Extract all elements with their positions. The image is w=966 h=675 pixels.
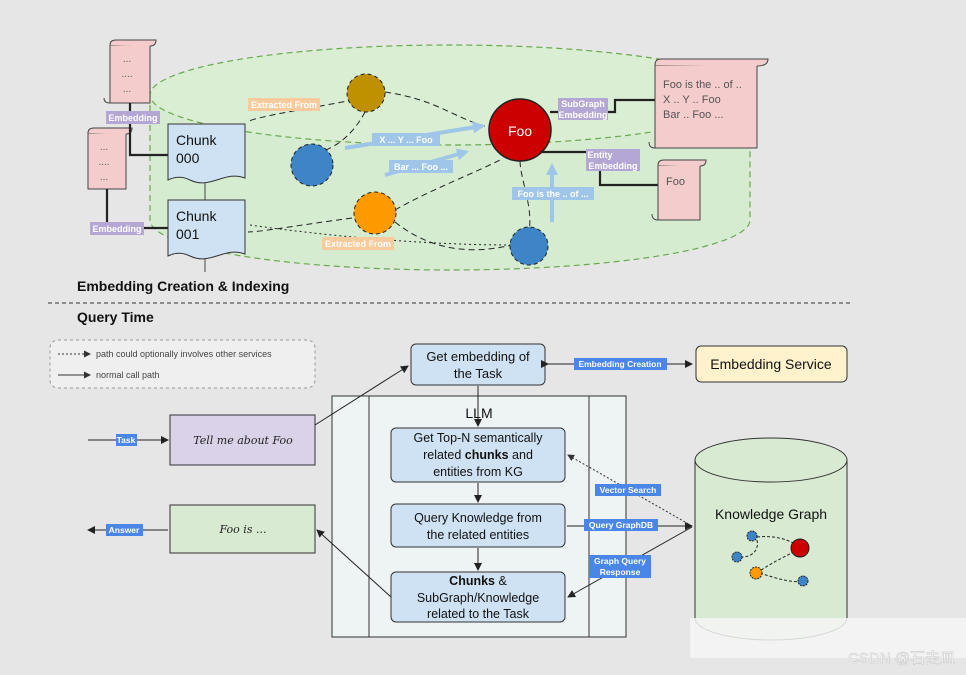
answer-note: Foo is ... [169,504,316,554]
query-section-title: Query Time [77,309,154,325]
svg-text:Bar .. Foo ...: Bar .. Foo ... [663,109,724,121]
svg-text:000: 000 [176,150,200,166]
indexing-section-title: Embedding Creation & Indexing [77,278,289,294]
source-doc-top: ... .... ... [103,39,157,104]
svg-text:Tell me about Foo: Tell me about Foo [193,434,293,447]
embedding-label-top: Embedding [109,113,158,123]
svg-text:...: ... [123,84,131,95]
foo-node-label: Foo [508,123,532,139]
get-embedding-box: Get embedding of the Task [410,343,546,386]
relation-label-2: Bar ... Foo ... [394,162,448,172]
subgraph-doc: Foo is the .. of .. X .. Y .. Foo Bar ..… [648,58,769,149]
svg-text:X .. Y .. Foo: X .. Y .. Foo [663,94,721,106]
legend-solid-text: normal call path [96,370,160,380]
llm-label: LLM [465,405,492,421]
svg-text:....: .... [98,157,109,168]
svg-text:Chunks &: Chunks & [449,574,507,588]
node-blue-left [290,143,334,187]
svg-text:...: ... [100,172,108,183]
extracted-from-label-bottom: Extracted From [325,239,391,249]
query-knowledge-box: Query Knowledge from the related entitie… [390,503,566,548]
chunks-subgraph-box: Chunks & SubGraph/Knowledge related to t… [390,571,566,623]
embedding-creation-label: Embedding Creation [578,359,661,369]
answer-label: Answer [109,525,140,535]
node-orange [353,191,397,235]
task-label: Task [117,435,136,445]
vector-search-label: Vector Search [600,485,657,495]
chunk-001: Chunk 001 [167,199,246,260]
svg-text:Get embedding of: Get embedding of [426,349,530,364]
svg-text:Foo: Foo [666,176,685,188]
node-foo [488,98,552,162]
extracted-from-label-top: Extracted From [251,100,317,110]
graph-query-response-label-2: Response [600,567,641,577]
embedding-service-box: Embedding Service [695,345,848,383]
node-olive [346,73,386,113]
chunks-to-answer-arrow [316,529,392,598]
subgraph-embedding-label-2: Embedding [559,110,608,120]
relation-label-1: X ... Y ... Foo [379,135,433,145]
svg-text:Chunk: Chunk [176,208,217,224]
embedding-label-bottom: Embedding [93,224,142,234]
entity-embedding-label-1: Entity [587,150,612,160]
query-graphdb-label: Query GraphDB [589,520,653,530]
knowledge-graph-label: Knowledge Graph [715,506,827,522]
white-strip [690,618,966,658]
svg-text:Embedding Service: Embedding Service [710,356,832,372]
top-n-box: Get Top-N semantically related chunks an… [390,427,566,483]
watermark: CSDN @石去皿 [848,650,955,667]
svg-text:Foo is the .. of ..: Foo is the .. of .. [663,79,742,91]
svg-text:related chunks and: related chunks and [423,448,533,462]
svg-text:001: 001 [176,226,200,242]
node-blue-bottom [509,226,549,266]
svg-text:...: ... [100,142,108,153]
svg-text:Query Knowledge from: Query Knowledge from [414,511,542,525]
legend: path could optionally involves other ser… [49,339,316,389]
task-note: Tell me about Foo [169,414,316,466]
source-doc-middle: ... .... ... [87,127,133,190]
svg-text:...: ... [123,54,131,65]
svg-text:related to the Task: related to the Task [427,607,530,621]
legend-dotted-text: path could optionally involves other ser… [96,349,272,359]
svg-text:the Task: the Task [454,366,503,381]
graph-query-response-label-1: Graph Query [594,556,646,566]
svg-text:SubGraph/Knowledge: SubGraph/Knowledge [417,591,539,605]
svg-text:the related entities: the related entities [427,528,529,542]
chunk-000: Chunk 000 [167,123,246,184]
relation-label-3: Foo is the .. of ... [518,189,589,199]
subgraph-embedding-label-1: SubGraph [561,99,605,109]
svg-text:Foo is ...: Foo is ... [219,523,267,536]
svg-text:Chunk: Chunk [176,132,217,148]
task-to-embedding-arrow [314,365,409,426]
knowledge-graph-db: Knowledge Graph [694,437,848,641]
entity-embedding-label-2: Embedding [589,161,638,171]
svg-text:entities from KG: entities from KG [433,465,523,479]
svg-text:....: .... [121,69,132,80]
svg-text:Get Top-N semantically: Get Top-N semantically [414,431,544,445]
entity-doc: Foo [651,159,707,221]
